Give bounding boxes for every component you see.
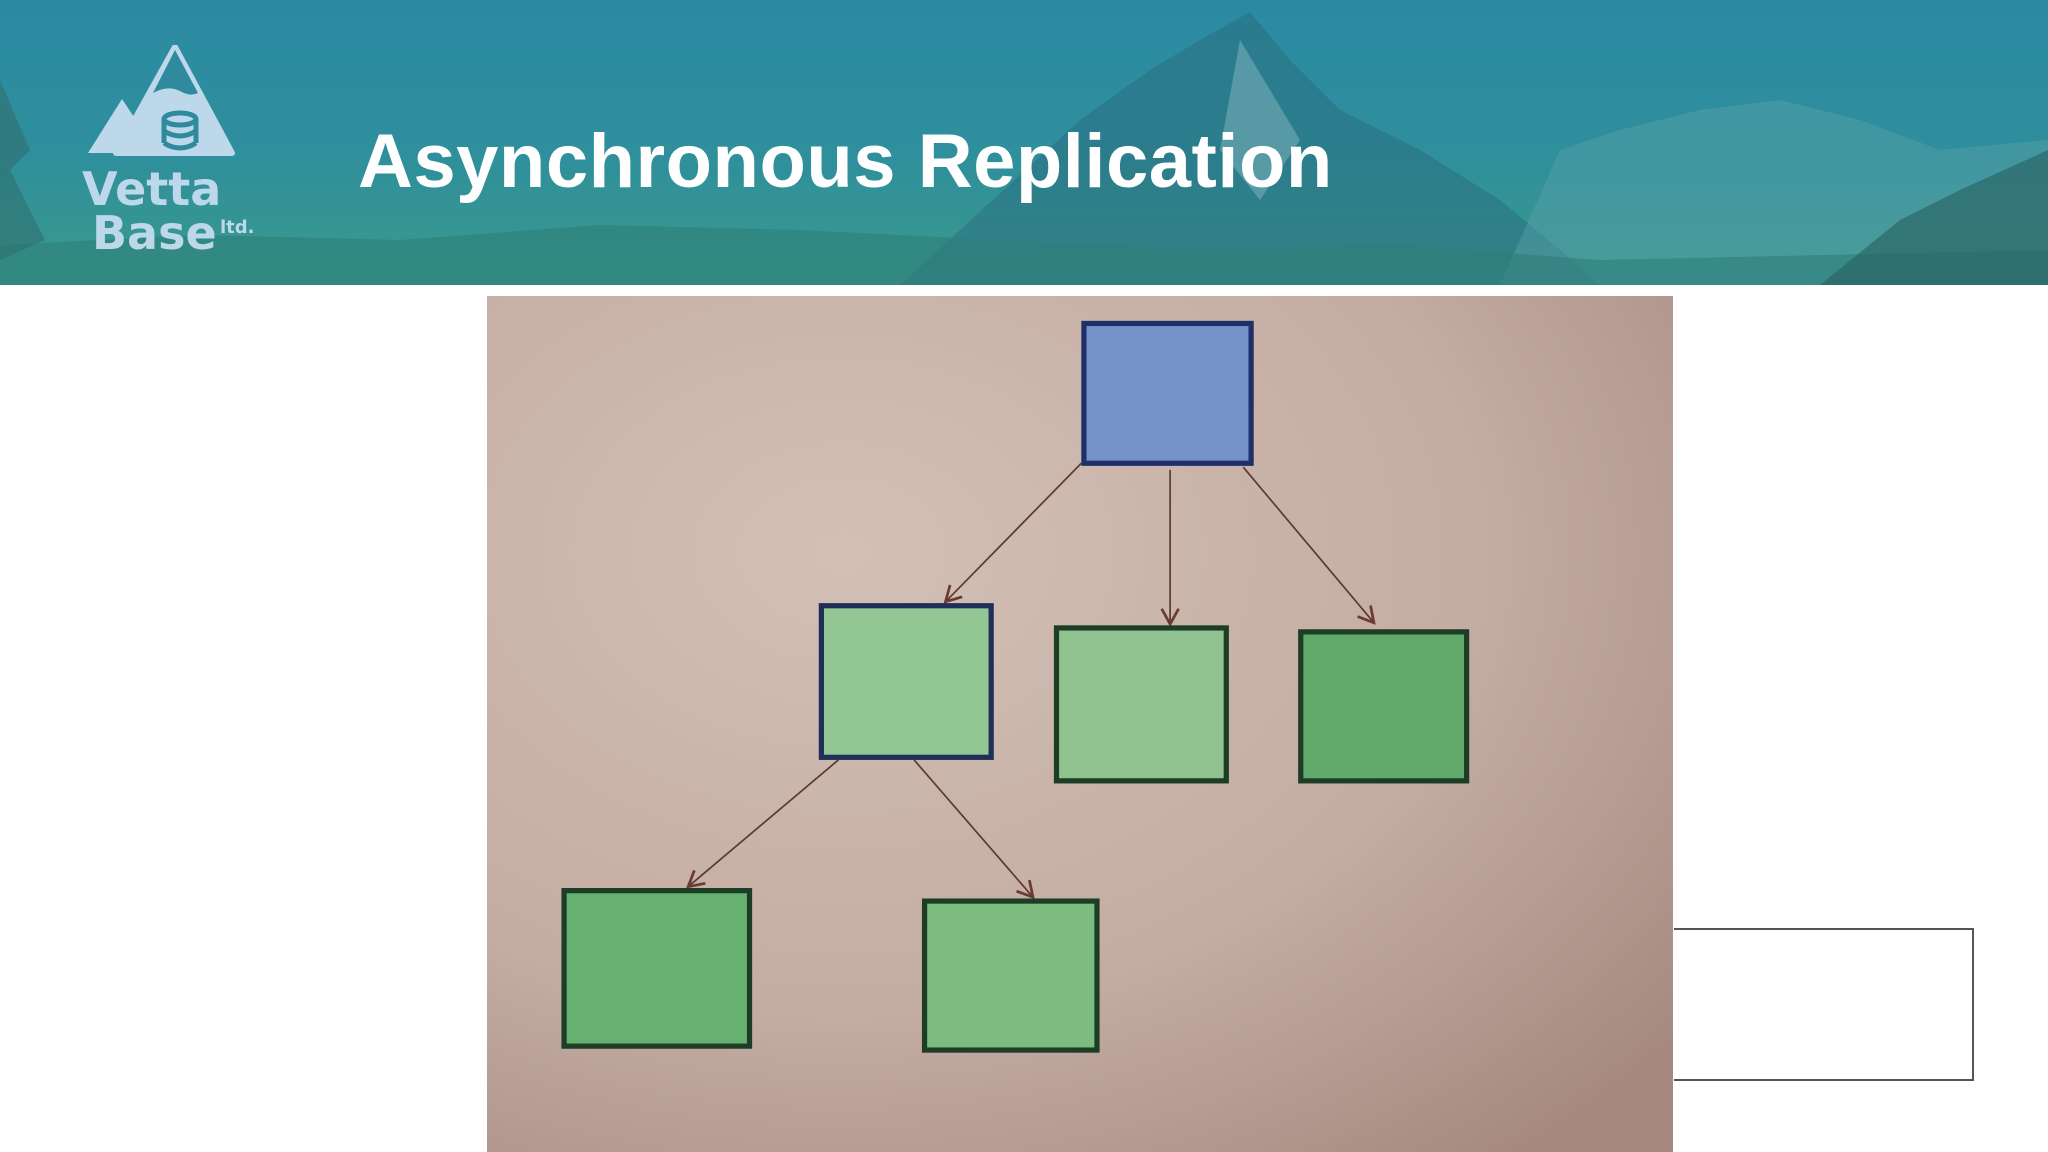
database-icon <box>161 110 199 151</box>
empty-text-box[interactable] <box>1674 928 1974 1081</box>
node-replica-1a <box>561 888 753 1049</box>
arrow-primary-replica-3 <box>1242 466 1376 625</box>
slide-title: Asynchronous Replication <box>358 119 1333 204</box>
arrow-primary-replica-1 <box>943 462 1082 604</box>
vettabase-logo: Vetta Base ltd. <box>82 45 255 255</box>
arrow-replica-1-replica-1b <box>913 759 1035 900</box>
node-primary <box>1081 320 1254 466</box>
header-banner: Vetta Base ltd. Asynchronous Replication <box>0 0 2048 285</box>
node-replica-2 <box>1053 625 1229 784</box>
node-replica-1 <box>818 603 994 760</box>
svg-text:ltd.: ltd. <box>220 217 255 238</box>
arrow-replica-1-replica-1a <box>686 759 839 889</box>
svg-text:Vetta: Vetta <box>82 162 221 216</box>
node-replica-3 <box>1298 629 1470 784</box>
replication-diagram-photo <box>487 296 1673 1152</box>
mountain-background <box>0 12 2048 285</box>
node-replica-1b <box>921 898 1100 1053</box>
svg-text:Base: Base <box>92 206 217 255</box>
